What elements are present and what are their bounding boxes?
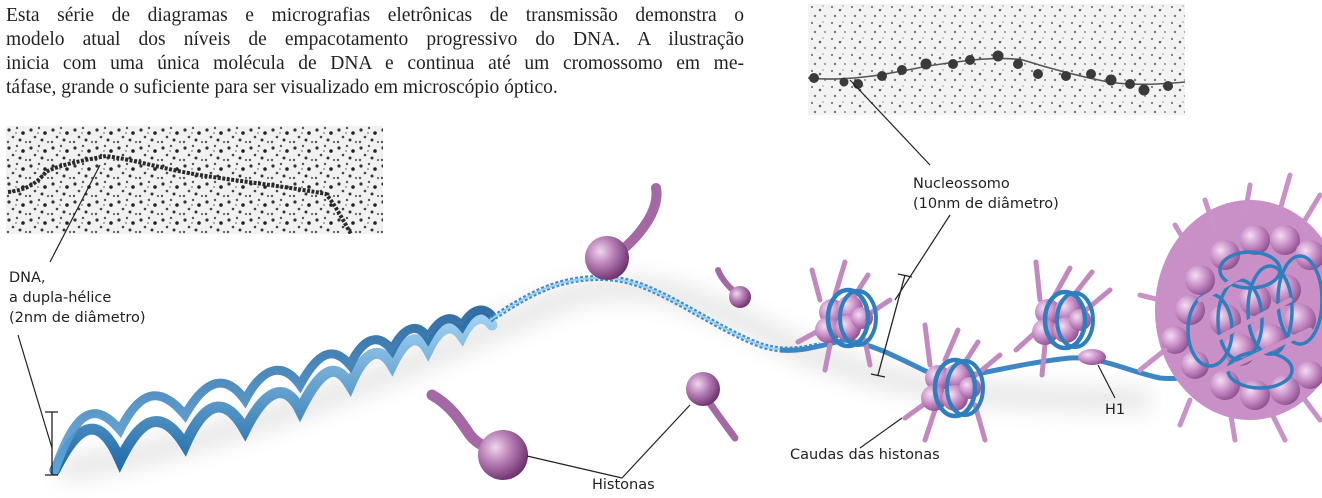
caption-line: inicia com uma única molécula de DNA e c… (6, 53, 744, 74)
caption-paragraph: Esta série de diagramas e micrografias e… (6, 4, 744, 100)
h1-histone (1078, 349, 1106, 365)
nucleosome-3 (1013, 259, 1113, 378)
dna-scale-bar (45, 411, 58, 476)
dna-micrograph (6, 126, 383, 234)
nucleosome-1 (795, 259, 893, 373)
histone-tails-label: Caudas das histonas (790, 447, 940, 463)
nucleosome-label: Nucleossomo (10nm de diâmetro) (913, 174, 1059, 214)
nucleosome-label-line: Nucleossomo (913, 176, 1010, 192)
h1-label: H1 (1105, 402, 1126, 418)
leader-lines (17, 79, 1116, 479)
caption-line: táfase, grande o suficiente para ser vis… (6, 77, 558, 98)
nucleosome-2 (902, 322, 1003, 443)
nucleosome-micrograph (808, 4, 1185, 115)
dna-double-helix (49, 274, 821, 476)
condensed-chromatin (1137, 172, 1322, 443)
nucleosome-label-line: (10nm de diâmetro) (913, 196, 1059, 212)
caption-line: Esta série de diagramas e micrografias e… (6, 5, 744, 26)
histones-label: Histonas (592, 477, 655, 493)
caption-line: modelo atual dos níveis de empacotamento… (6, 29, 744, 50)
dna-label-line: DNA, (9, 270, 46, 286)
dna-label-line: a dupla-hélice (9, 290, 112, 306)
free-histones (426, 183, 751, 480)
dna-label: DNA, a dupla-hélice (2nm de diâmetro) (9, 268, 146, 328)
dna-label-line: (2nm de diâmetro) (9, 310, 146, 326)
